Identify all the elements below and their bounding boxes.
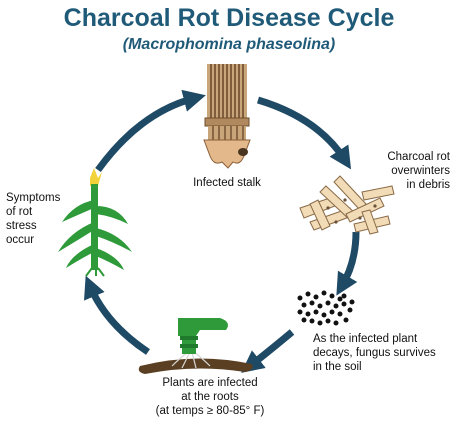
arrow-roots-to-symptoms bbox=[84, 275, 150, 355]
fungus-sclerotia-icon bbox=[297, 290, 355, 326]
stage-label-root-infection: Plants are infected at the roots (at tem… bbox=[155, 377, 265, 417]
seedling-roots-icon bbox=[138, 318, 253, 374]
cycle-arrows bbox=[84, 89, 360, 373]
stage-label-infected-stalk: Infected stalk bbox=[193, 177, 261, 189]
corn-plant-icon bbox=[58, 168, 132, 277]
infected-stalk-icon bbox=[203, 64, 251, 169]
arrow-soil-to-roots bbox=[241, 329, 295, 373]
stage-label-soil-survival: As the infected plant decays, fungus sur… bbox=[313, 333, 436, 373]
arrow-debris-to-soil bbox=[336, 231, 360, 296]
stage-label-symptoms: Symptoms of rot stress occur bbox=[6, 192, 61, 246]
arrow-symptoms-to-stalk bbox=[95, 89, 206, 173]
stage-label-overwinter: Charcoal rot overwinters in debris bbox=[387, 151, 450, 191]
diagram-subtitle: (Macrophomina phaseolina) bbox=[122, 36, 336, 53]
corn-debris-icon bbox=[299, 175, 395, 235]
arrow-stalk-to-debris bbox=[256, 96, 352, 170]
diagram-title: Charcoal Rot Disease Cycle bbox=[63, 4, 395, 32]
